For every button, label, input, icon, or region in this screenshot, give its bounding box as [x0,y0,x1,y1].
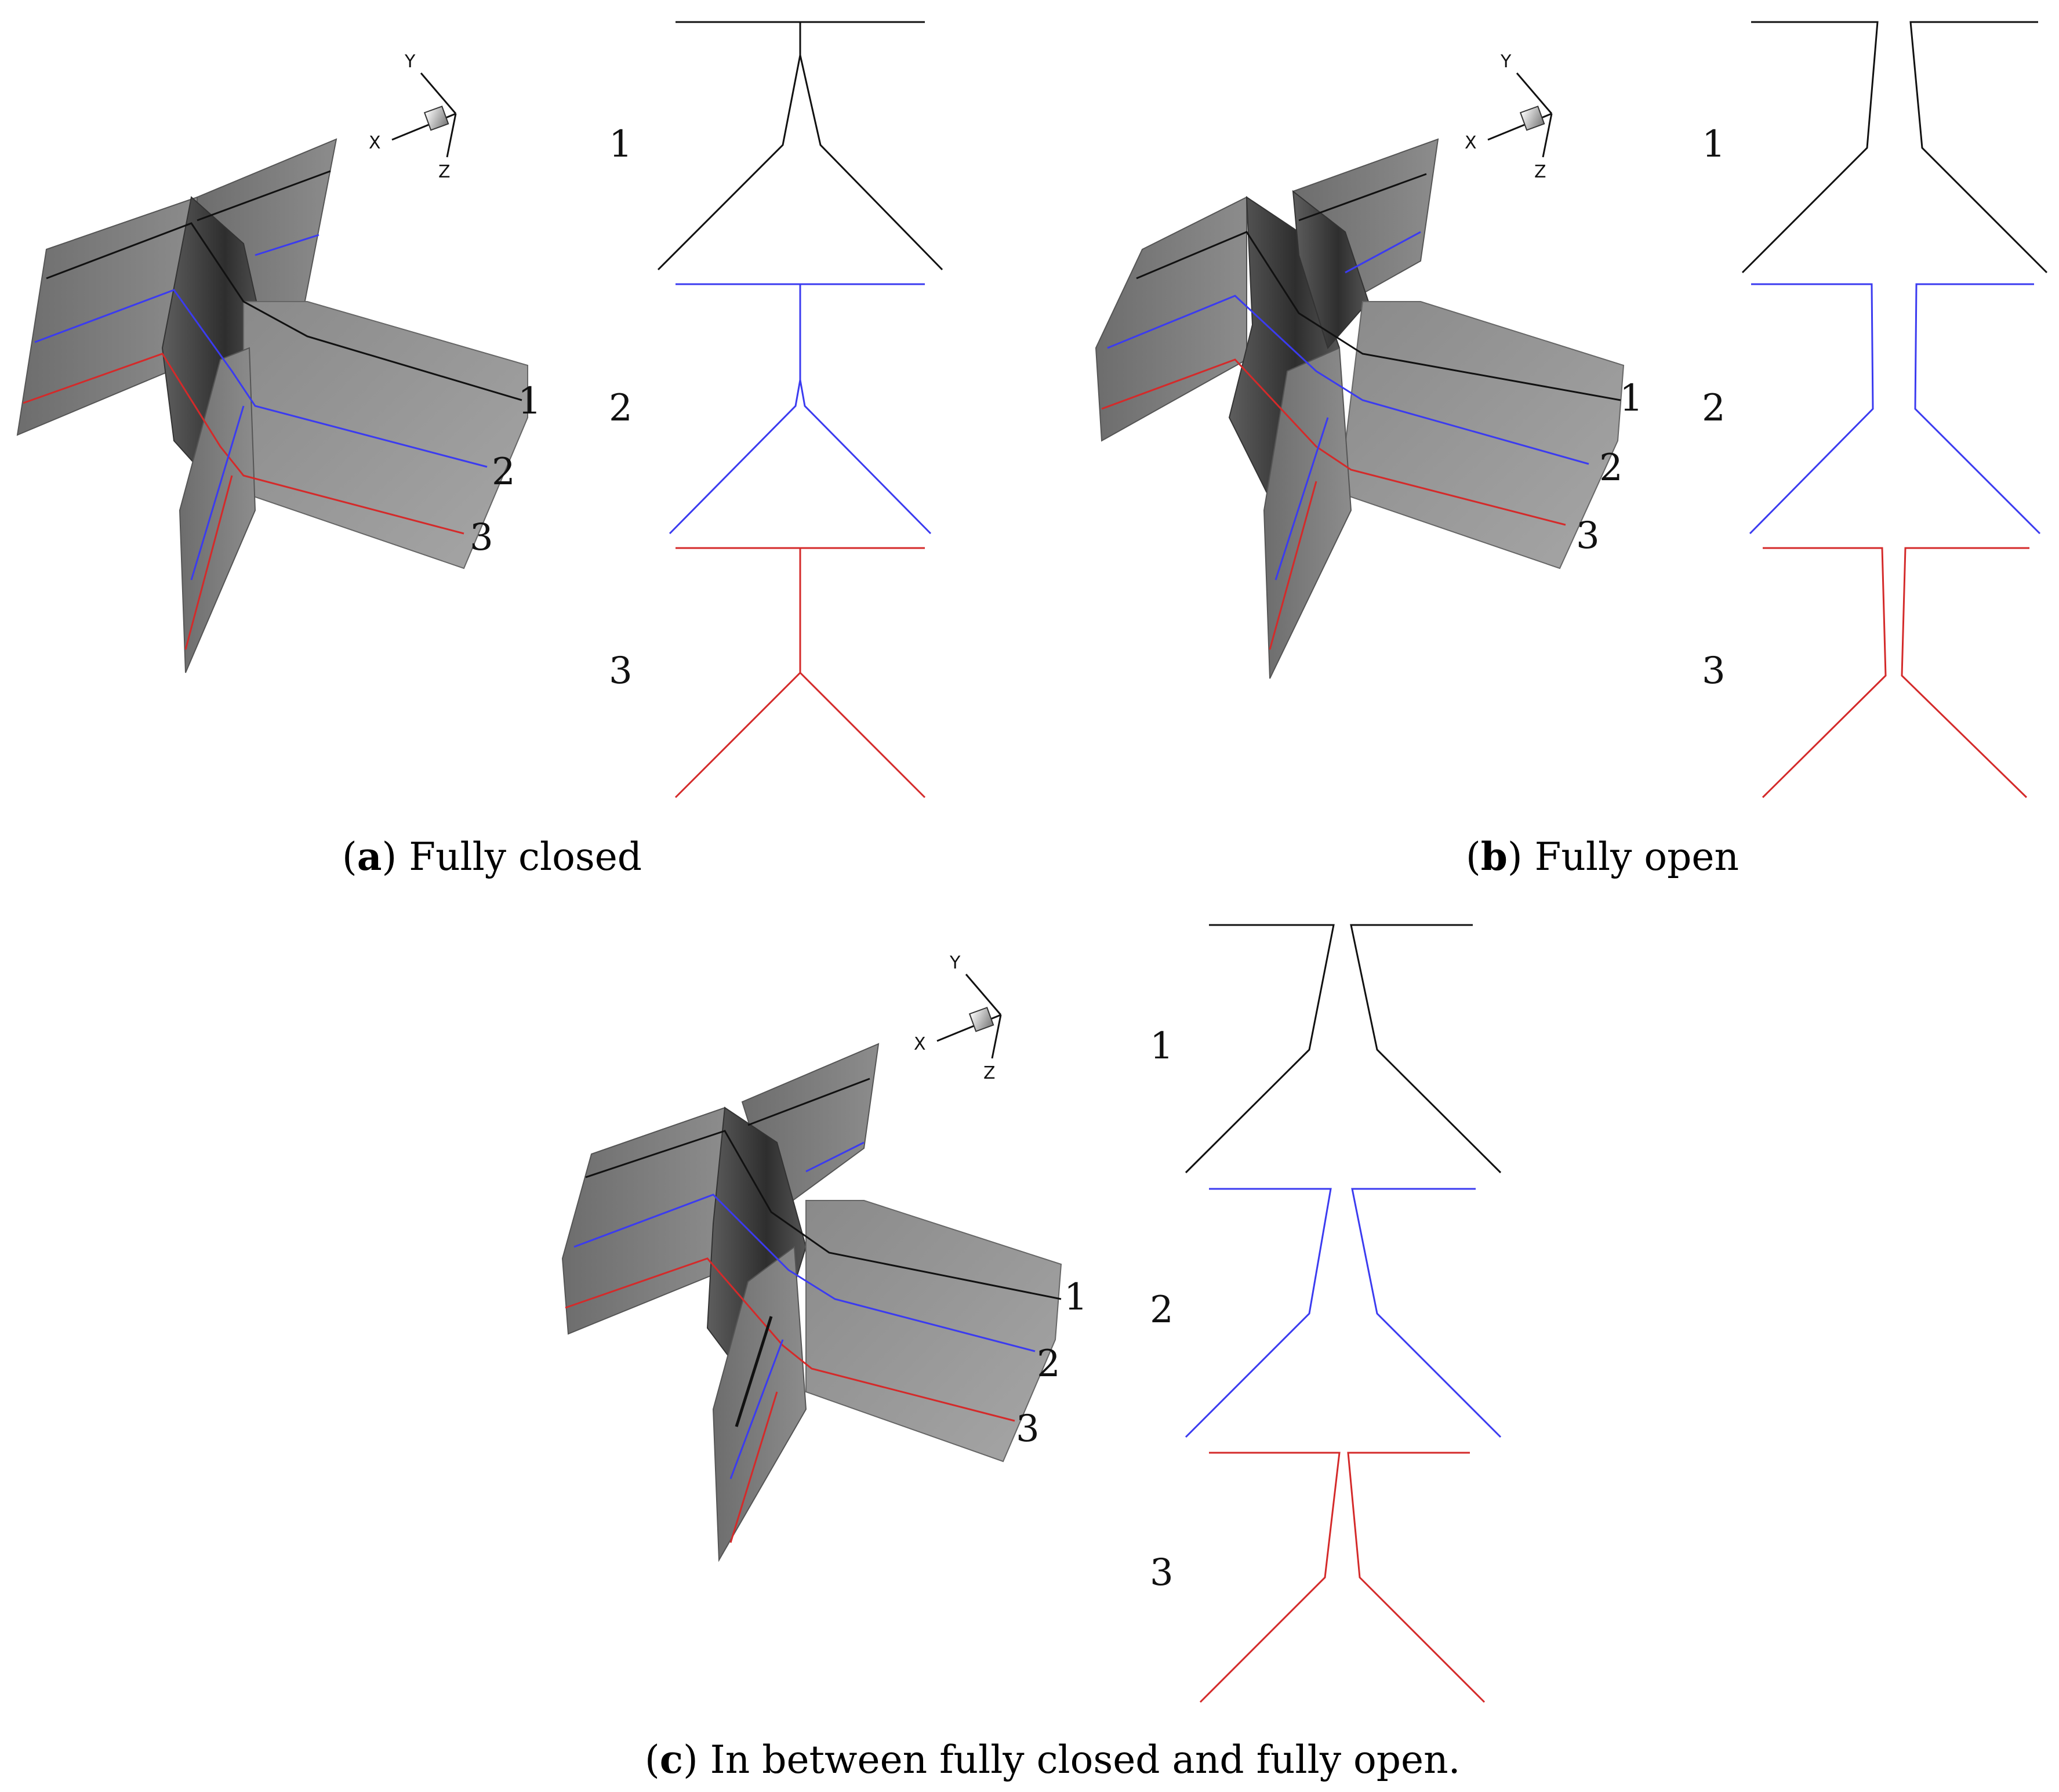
section-line-3-blade [729,1391,778,1543]
profile-column-a: 1 2 3 [609,21,943,799]
central-blade-dark-2 [1292,190,1370,350]
profile-column-b: 1 2 3 [1702,21,2048,799]
model-label-2: 2 [1599,447,1623,489]
panel-c: 1 2 3 Y X Z 1 2 3 [561,924,1502,1782]
model-3d-a: 1 2 3 [16,138,542,673]
model-label-3: 3 [1576,514,1600,557]
model-label-1: 1 [518,380,542,423]
model-3d-c: 1 2 3 [561,1043,1088,1562]
caption-c-paren-open: ( [645,1737,660,1782]
section-line-3-blade [1269,481,1317,650]
axis-triad-b: Y X Z [1465,52,1553,182]
axis-y-label: Y [1500,52,1512,72]
section-line-1-blade [735,1316,773,1427]
profile-label-2: 2 [609,387,633,430]
section-line-2-3d [1107,295,1589,465]
caption-b-tag: b [1481,834,1508,879]
caption-a-text: Fully closed [397,835,642,879]
front-block-surface [805,1200,1062,1463]
model-label-1: 1 [1064,1276,1088,1319]
axis-y-line [965,974,1002,1015]
caption-a-paren-close: ) [382,835,397,879]
profile-shape-3 [1762,547,2029,799]
section-line-1-3d [585,1130,1062,1300]
axis-y-label: Y [404,52,416,72]
model-label-3: 3 [1016,1408,1040,1450]
profile-shape-3 [674,547,926,799]
section-line-2-blade [190,405,245,581]
section-line-3-3d [565,1257,1015,1422]
profile-label-1: 1 [1702,123,1726,166]
section-line-2-back [255,234,319,256]
section-line-2-back [805,1141,865,1173]
section-line-2-3d [573,1194,1036,1352]
section-line-2-blade [729,1339,784,1479]
profile-label-2: 2 [1702,387,1726,430]
axis-x-label: X [1465,133,1477,153]
caption-b-paren-open: ( [1466,835,1481,879]
model-3d-b: 1 2 3 [1095,138,1643,679]
caption-b-text: Fully open [1523,835,1739,879]
profile-label-3: 3 [609,650,633,692]
axis-z-label: Z [983,1063,996,1083]
section-line-1-3d [46,222,522,401]
section-line-2-back [1345,231,1421,274]
section-line-1-back [197,170,331,222]
axis-z-line [1542,113,1553,158]
profile-label-1: 1 [609,123,633,166]
panel-a: 1 2 3 Y X Z 1 2 3 [16,21,943,879]
profile-shape-1 [1741,21,2048,274]
axis-x-label: X [914,1034,926,1054]
section-line-2-3d [34,289,488,468]
profile-label-2: 2 [1150,1289,1174,1332]
profile-shape-3 [1199,1452,1486,1703]
section-line-1-back [747,1078,870,1126]
axis-z-line [991,1014,1002,1059]
section-line-2-blade [1274,417,1329,581]
axis-cube [968,1007,994,1032]
axis-z-label: Z [438,162,451,182]
left-wing-surface [1095,196,1247,442]
profile-label-3: 3 [1702,650,1726,692]
caption-c-paren-close: ) [683,1737,698,1782]
caption-a-tag: a [357,834,382,879]
profile-label-3: 3 [1150,1551,1174,1594]
caption-c-text: In between fully closed and fully open. [698,1737,1461,1782]
section-line-1-back [1298,173,1427,222]
profile-shape-1 [1185,924,1502,1174]
axis-z-line [446,113,457,158]
profile-label-1: 1 [1150,1025,1174,1068]
section-line-3-3d [23,353,464,535]
axis-cube [423,106,449,131]
model-label-1: 1 [1619,377,1643,420]
caption-c-tag: c [660,1737,683,1782]
axis-y-line [420,72,457,114]
caption-b: (b) Fully open [1466,834,1739,879]
model-label-3: 3 [470,516,493,559]
profile-shape-2 [1185,1188,1502,1438]
axis-x-label: X [369,133,381,153]
axis-triad-c: Y X Z [914,953,1002,1083]
section-line-1-3d [1136,231,1621,401]
axis-y-line [1516,72,1553,114]
axis-triad-a: Y X Z [369,52,457,182]
section-line-3-3d [1101,358,1566,526]
caption-b-paren-close: ) [1508,835,1523,879]
model-label-2: 2 [492,451,515,494]
caption-a-paren-open: ( [342,835,357,879]
caption-a: (a) Fully closed [342,834,642,879]
caption-c: (c) In between fully closed and fully op… [645,1737,1461,1782]
axis-z-label: Z [1534,162,1546,182]
model-label-2: 2 [1037,1343,1061,1385]
axis-y-label: Y [949,953,961,973]
profile-column-c: 1 2 3 [1150,924,1502,1703]
axis-cube [1519,106,1545,131]
profile-shape-2 [669,283,932,535]
section-line-3-blade [184,475,233,650]
profile-shape-1 [657,21,943,271]
profile-shape-2 [1749,283,2041,535]
panel-b: 1 2 3 Y X Z 1 2 3 [1095,21,2048,879]
